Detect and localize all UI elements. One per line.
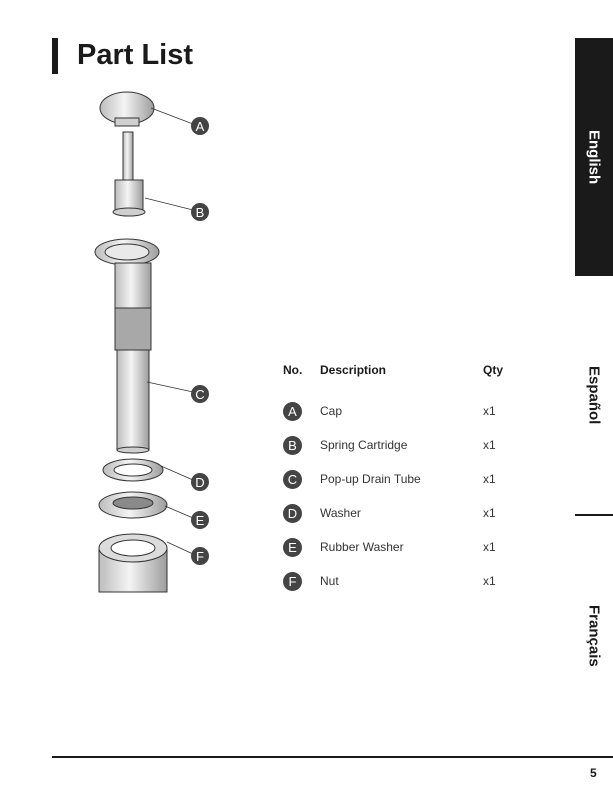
page-title: Part List (77, 36, 193, 74)
letter-badge: F (283, 572, 302, 591)
callout-f: F (191, 547, 209, 565)
callout-d: D (191, 473, 209, 491)
svg-text:F: F (196, 549, 204, 564)
part-qty: x1 (483, 404, 523, 418)
callout-a: A (191, 117, 209, 135)
part-description: Rubber Washer (320, 540, 483, 554)
part-description: Washer (320, 506, 483, 520)
table-row: E Rubber Washer x1 (283, 530, 523, 564)
part-description: Cap (320, 404, 483, 418)
svg-text:B: B (196, 205, 205, 220)
letter-badge: E (283, 538, 302, 557)
parts-table: No. Description Qty A Cap x1 B Spring Ca… (283, 360, 523, 598)
part-qty: x1 (483, 506, 523, 520)
spring-cartridge-illustration (113, 132, 145, 216)
letter-badge: B (283, 436, 302, 455)
svg-text:E: E (196, 513, 205, 528)
table-row: A Cap x1 (283, 394, 523, 428)
tab-espanol[interactable]: Español (575, 276, 613, 516)
nut-illustration (99, 534, 167, 592)
washer-illustration (103, 459, 163, 481)
tab-label: Français (586, 605, 603, 667)
table-row: F Nut x1 (283, 564, 523, 598)
part-description: Spring Cartridge (320, 438, 483, 452)
part-qty: x1 (483, 438, 523, 452)
svg-text:C: C (195, 387, 204, 402)
svg-text:D: D (195, 475, 204, 490)
tab-label: English (586, 130, 603, 184)
part-qty: x1 (483, 540, 523, 554)
table-row: C Pop-up Drain Tube x1 (283, 462, 523, 496)
part-qty: x1 (483, 472, 523, 486)
drain-tube-illustration (95, 239, 159, 453)
tab-english[interactable]: English (575, 38, 613, 276)
svg-text:A: A (196, 119, 205, 134)
tab-label: Español (586, 366, 603, 424)
callout-b: B (191, 203, 209, 221)
header-no: No. (283, 363, 320, 377)
table-row: B Spring Cartridge x1 (283, 428, 523, 462)
header-qty: Qty (483, 363, 523, 377)
cap-illustration (100, 92, 154, 126)
tab-francais[interactable]: Français (575, 516, 613, 756)
part-description: Nut (320, 574, 483, 588)
letter-badge: A (283, 402, 302, 421)
page-number: 5 (590, 766, 597, 780)
callout-e: E (191, 511, 209, 529)
part-qty: x1 (483, 574, 523, 588)
table-header: No. Description Qty (283, 360, 523, 380)
letter-badge: C (283, 470, 302, 489)
title-accent-bar (52, 38, 58, 74)
rubber-washer-illustration (99, 492, 167, 518)
exploded-parts-diagram: A B C D E F (85, 80, 225, 600)
callout-c: C (191, 385, 209, 403)
table-row: D Washer x1 (283, 496, 523, 530)
header-description: Description (320, 363, 483, 377)
footer-divider (52, 756, 613, 758)
part-description: Pop-up Drain Tube (320, 472, 483, 486)
letter-badge: D (283, 504, 302, 523)
